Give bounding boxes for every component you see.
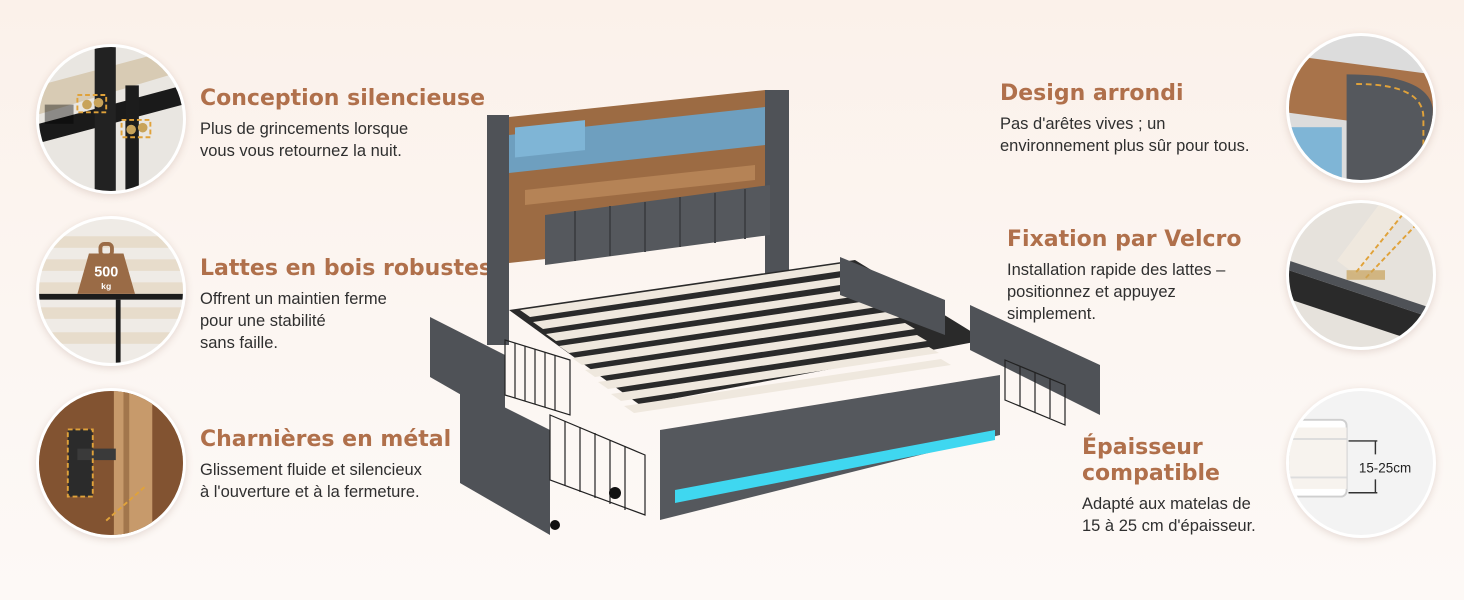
feature-description: Installation rapide des lattes – positio… <box>1007 261 1226 323</box>
bolt-joint-icon <box>36 44 186 194</box>
feature-description: Adapté aux matelas de 15 à 25 cm d'épais… <box>1082 495 1256 535</box>
svg-text:kg: kg <box>101 281 111 291</box>
feature-title: Design arrondi <box>1000 81 1184 106</box>
feature-title: Fixation par Velcro <box>1007 227 1242 252</box>
feature-description: Offrent un maintien ferme pour une stabi… <box>200 290 387 352</box>
feature-description: Glissement fluide et silencieux à l'ouve… <box>200 461 422 501</box>
svg-text:500: 500 <box>94 265 118 281</box>
mattress-icon: 15-25cm <box>1286 388 1436 538</box>
feature-slats: Lattes en bois robustes Offrent un maint… <box>200 256 492 354</box>
feature-title: Charnières en métal <box>200 427 452 452</box>
feature-rounded: Design arrondi Pas d'arêtes vives ; un e… <box>1000 81 1249 157</box>
weight-slats-icon: 500 kg <box>36 216 186 366</box>
bed-product-image <box>425 85 1105 535</box>
svg-text:15-25cm: 15-25cm <box>1359 461 1411 476</box>
feature-velcro: Fixation par Velcro Installation rapide … <box>1007 227 1242 325</box>
rounded-corner-icon <box>1286 33 1436 183</box>
feature-title: Lattes en bois robustes <box>200 256 492 281</box>
hinge-icon <box>36 388 186 538</box>
feature-description: Pas d'arêtes vives ; un environnement pl… <box>1000 115 1250 155</box>
feature-description: Plus de grincements lorsque vous vous re… <box>200 120 409 160</box>
feature-title: Conception silencieuse <box>200 86 486 111</box>
feature-silent: Conception silencieuse Plus de grincemen… <box>200 86 485 162</box>
feature-hinges: Charnières en métal Glissement fluide et… <box>200 427 451 503</box>
velcro-icon <box>1286 200 1436 350</box>
